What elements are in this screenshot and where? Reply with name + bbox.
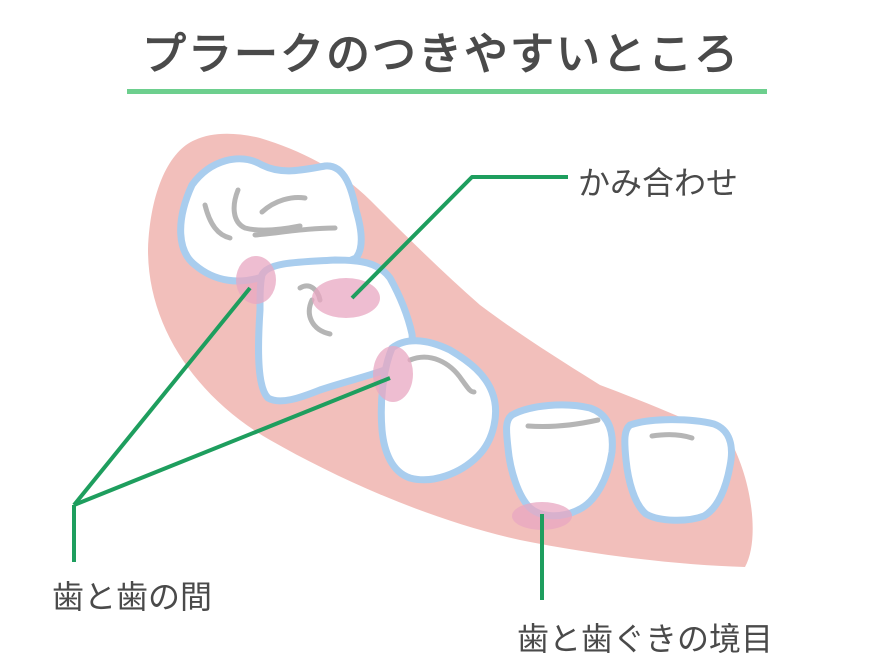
plaque-spot-occlusal — [312, 278, 380, 318]
tooth-canine — [503, 401, 616, 520]
groove — [202, 202, 233, 241]
leader-line-occlusal — [350, 175, 568, 300]
groove — [259, 195, 308, 215]
groove — [649, 432, 695, 441]
title-underline — [127, 89, 767, 94]
label-occlusal: かみ合わせ — [578, 164, 739, 202]
tooth-molar-1 — [177, 155, 365, 285]
label-gum-line: 歯と歯ぐきの境目 — [517, 620, 774, 658]
groove — [306, 297, 333, 337]
page-title: プラークのつきやすいところ — [142, 29, 740, 80]
groove — [407, 354, 477, 395]
groove — [525, 417, 601, 430]
plaque-spot-between-2 — [373, 346, 413, 402]
groove — [252, 225, 338, 238]
label-between-teeth: 歯と歯の間 — [52, 578, 213, 616]
leader-line-between-2 — [73, 376, 391, 507]
tooth-incisor — [621, 416, 735, 524]
leader-line-between-1 — [72, 286, 252, 507]
groove — [231, 187, 303, 233]
